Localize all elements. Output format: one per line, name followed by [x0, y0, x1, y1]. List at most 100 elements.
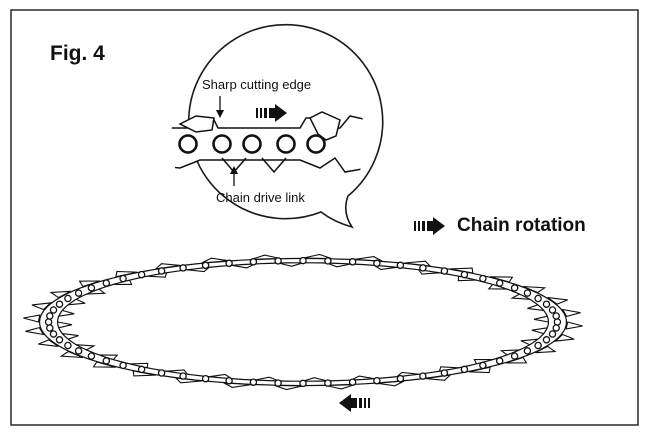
rivet [276, 134, 296, 154]
chain-rivet [179, 372, 187, 380]
chain-cutter-tooth [31, 302, 53, 311]
chain-cutter-tooth [326, 384, 355, 390]
chain-rivet [55, 336, 64, 344]
chain-cutter-tooth [23, 314, 41, 323]
chain-cutter-tooth [534, 345, 557, 354]
chain-rivet [87, 352, 96, 360]
chain-cutter-tooth [561, 308, 581, 318]
chain-rivet [460, 365, 469, 374]
chain-rivet [479, 361, 487, 370]
chain-drive-tooth [510, 293, 530, 300]
chain-rivet [299, 256, 307, 265]
chain-cutter-tooth [115, 270, 138, 278]
chain-rivet [225, 376, 233, 385]
chain-cutter-tooth [49, 290, 72, 299]
chain-rivet [548, 330, 557, 338]
chain-drive-tooth [58, 309, 75, 317]
chain-rivet [324, 257, 332, 265]
chain-drive-tooth [473, 358, 493, 365]
chain-rivet [534, 294, 542, 303]
chain-rivet [552, 312, 560, 320]
chain-rivet [440, 369, 449, 377]
chain-rivet [299, 379, 307, 388]
chain-rivet [119, 274, 127, 283]
chain-cutter-tooth [38, 339, 59, 347]
chain-drive-tooth [129, 362, 149, 368]
chain-rivet [348, 258, 357, 266]
chain-drive-tooth [396, 371, 419, 378]
chain-rivet [74, 289, 83, 297]
chain-rivet [274, 379, 282, 387]
chain-rotation-label: Chain rotation [457, 215, 586, 236]
chain-rivet [49, 306, 58, 314]
chain-rivet [510, 284, 519, 292]
chain-drive-tooth [499, 349, 520, 356]
chain-rivet [548, 306, 557, 314]
chain-drive-tooth [113, 279, 133, 286]
chain-rivet [157, 267, 166, 275]
chain-rivet [46, 312, 54, 320]
chain-rivet [460, 270, 469, 279]
chain-rivet [396, 261, 405, 270]
chain-cutter-tooth [468, 366, 491, 374]
chain-cutter-tooth [251, 254, 280, 260]
chain-drive-tooth [76, 344, 96, 351]
chain-rivet [249, 258, 258, 266]
chain-rivet [46, 324, 54, 332]
chain-rivet [495, 279, 504, 287]
rivet [212, 134, 232, 154]
chain-rivet [64, 294, 72, 303]
chain-drive-tooth [254, 376, 280, 382]
rivet [306, 134, 326, 154]
chain-cutter-tooth [59, 350, 84, 359]
chain-teeth [23, 253, 583, 391]
chain-rivet [119, 361, 127, 370]
chain-rivet [201, 261, 210, 270]
chain-drive-tooth [278, 262, 304, 267]
chain-drive-tooth [187, 266, 210, 273]
chain-drive-tooth [531, 327, 548, 335]
chain-rivet [55, 300, 64, 308]
chain-rivet [510, 352, 519, 360]
chain-drive-tooth [418, 269, 440, 275]
chain-drive-tooth [326, 262, 352, 268]
chain-drive-tooth [302, 377, 328, 382]
chain-rivets [44, 256, 562, 388]
chain-cutter-tooth [302, 253, 332, 260]
magnifier-bubble [187, 23, 384, 229]
figure-border [10, 9, 639, 426]
chain-drive-tooth [62, 333, 79, 340]
chain-rivet [419, 264, 427, 272]
chain-cutter-tooth [565, 321, 583, 330]
drive-link-tooth [261, 157, 287, 174]
chain-outer-edge [38, 257, 568, 387]
chain-rivet [44, 318, 53, 326]
chain-rivet [523, 289, 532, 297]
chain-cutter-tooth [377, 380, 405, 387]
chain-rivet [49, 330, 58, 338]
chain-drive-tooth [533, 315, 549, 323]
chain-drive-tooth [98, 354, 119, 360]
chain-drive-tooth [147, 272, 168, 278]
chain-drive-tooth [68, 298, 86, 306]
chain-rivet [137, 270, 146, 279]
chain-cutter-tooth [522, 285, 547, 294]
chain-rivet [64, 341, 72, 350]
drive-link-pointer [230, 166, 238, 186]
chain-rivet [74, 347, 83, 355]
chain-rivet [552, 324, 560, 332]
chain-rivet [542, 300, 551, 308]
chain-cutter-tooth [505, 356, 528, 364]
chain-rivet [523, 347, 532, 355]
chain-cutter-tooth [78, 280, 101, 288]
chain-drive-tooth [438, 366, 459, 372]
chain-rivet [137, 365, 146, 374]
cutting-edge-pointer [216, 96, 224, 118]
chain-rivet [542, 336, 551, 344]
chain-rivet [396, 374, 405, 383]
chain-rivet [157, 369, 166, 377]
cutting-edge-label: Sharp cutting edge [202, 77, 312, 92]
chain-rivet [440, 267, 449, 275]
chain-loop [23, 253, 583, 391]
